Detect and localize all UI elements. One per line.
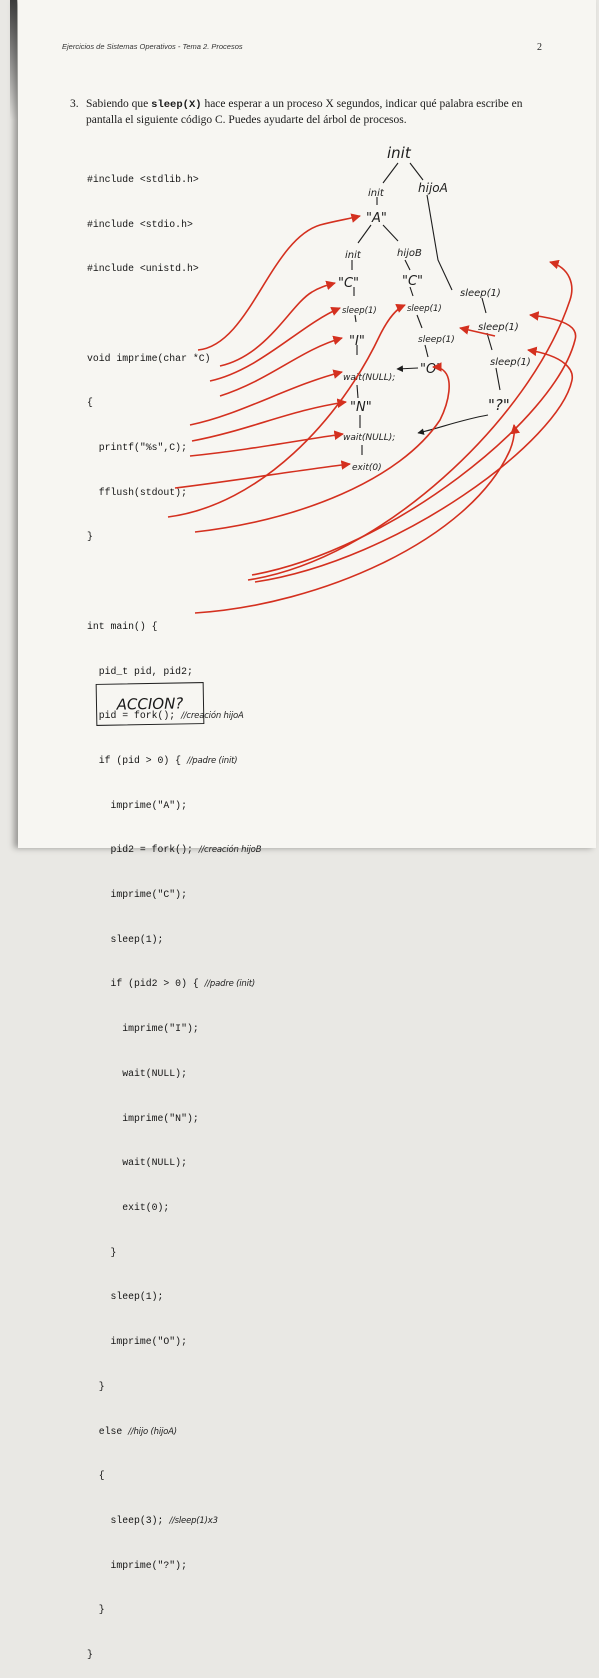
code-line: sleep(3); //sleep(1)x3 (87, 1514, 218, 1526)
code-line: { (87, 1470, 105, 1482)
code-line: imprime("O"); (87, 1336, 187, 1348)
code-line: imprime("I"); (87, 1023, 199, 1035)
tree-node-O: "O" (420, 362, 442, 377)
handwritten-comment: //padre (init) (186, 755, 238, 766)
arrow-sleep3-c (254, 346, 574, 583)
code-line: wait(NULL); (87, 1067, 187, 1079)
code-line: #include <stdlib.h> (87, 173, 199, 185)
tree-node-A: "A" (366, 211, 387, 226)
question-3: 3. Sabiendo que sleep(X) hace esperar a … (70, 97, 560, 128)
code-line: fflush(stdout); (87, 486, 187, 498)
code-line: imprime("N"); (87, 1112, 199, 1124)
arrow-imprime-A (197, 213, 361, 351)
code-line: void imprime(char *C) (87, 352, 211, 364)
code-line: } (87, 1604, 105, 1616)
tree-node-C: "C" (338, 276, 359, 291)
arrow-exit (174, 460, 351, 489)
handwritten-comment: //padre (init) (204, 979, 256, 990)
tree-edges (351, 162, 501, 455)
handwritten-comment: //sleep(1)x3 (169, 1515, 218, 1526)
tree-node-sleep: sleep(1) (490, 357, 531, 368)
arrow-sleep3-a (247, 259, 573, 581)
tree-node-init: init (368, 188, 385, 199)
red-arrows (167, 213, 577, 614)
arrow-sleep-hijoB (167, 303, 406, 518)
arrow-sleep-1 (209, 306, 341, 382)
page-number: 2 (537, 42, 542, 53)
arrow-imprime-I (219, 335, 343, 397)
code-line: #include <unistd.h> (87, 263, 199, 275)
code-line: #include <stdio.h> (87, 218, 193, 230)
code-line: int main() { (87, 620, 158, 632)
tree-node-wait: wait(NULL); (343, 373, 395, 383)
tree-node-sleep: sleep(1) (407, 304, 442, 314)
code-line: pid_t pid, pid2; (87, 665, 193, 677)
tree-node-sleep: sleep(1) (478, 322, 519, 333)
document-page (18, 0, 596, 848)
tree-node-sleep: sleep(1) (460, 288, 501, 299)
code-line: else //hijo (hijoA) (87, 1425, 177, 1437)
arrow-imprime-O (194, 362, 450, 533)
code-line: } (87, 531, 93, 543)
code-line: imprime("C"); (87, 889, 187, 901)
arrow-sleep-to-B (459, 325, 496, 337)
arrow-imprime-N (191, 398, 347, 442)
scan-edge-shadow (10, 0, 17, 120)
question-text: Sabiendo que sleep(X) hace esperar a un … (86, 98, 523, 126)
arrow-wait-2 (189, 430, 344, 457)
code-line: imprime("?"); (87, 1559, 187, 1571)
page-header: Ejercicios de Sistemas Operativos - Tema… (62, 42, 243, 51)
code-line: exit(0); (87, 1201, 170, 1213)
code-line: sleep(1); (87, 1291, 164, 1303)
tree-node-root: init (387, 144, 412, 162)
handwritten-comment: //creación hijoA (181, 711, 244, 722)
answer-box: ACCION? (95, 682, 205, 726)
code-line: if (pid2 > 0) { //padre (init) (87, 978, 256, 990)
tree-node-exit: exit(0) (352, 463, 382, 473)
tree-node-N: "N" (350, 400, 372, 415)
tree-node-sleep: sleep(1) (418, 335, 455, 345)
tree-node-question: "?" (488, 396, 510, 414)
question-number: 3. (70, 98, 79, 110)
inline-code: sleep(X) (151, 99, 202, 111)
code-line: { (87, 397, 93, 409)
arrow-imprime-question (194, 424, 520, 614)
code-line: sleep(1); (87, 933, 164, 945)
code-line: printf("%s",C); (87, 442, 187, 454)
code-line: wait(NULL); (87, 1157, 187, 1169)
arrow-wait-1 (189, 369, 343, 426)
arrow-q-to-wait (417, 414, 489, 435)
arrow-imprime-C (219, 280, 336, 367)
tree-node-hijoB: hijoB (397, 248, 422, 259)
tree-node-sleep: sleep(1) (342, 306, 377, 316)
code-line: } (87, 1380, 105, 1392)
code-line: imprime("A"); (87, 799, 187, 811)
handwritten-comment: //hijo (hijoA) (128, 1426, 177, 1437)
code-line: } (87, 1246, 117, 1258)
arrow-sleep3-b (251, 311, 577, 576)
tree-node-I: "I" (349, 334, 365, 349)
process-tree-annotations: init init hijoA "A" init hijoB "C" "C" s… (167, 144, 577, 614)
tree-node-init: init (345, 250, 362, 261)
code-line: if (pid > 0) { //padre (init) (87, 754, 238, 766)
tree-node-hijoA: hijoA (418, 181, 448, 195)
code-line: } (87, 1649, 93, 1661)
code-line: pid = fork(); //creación hijoA (87, 710, 244, 722)
arrow-o-to-wait (396, 365, 419, 373)
tree-node-wait: wait(NULL); (343, 433, 395, 443)
tree-node-C: "C" (402, 274, 423, 289)
